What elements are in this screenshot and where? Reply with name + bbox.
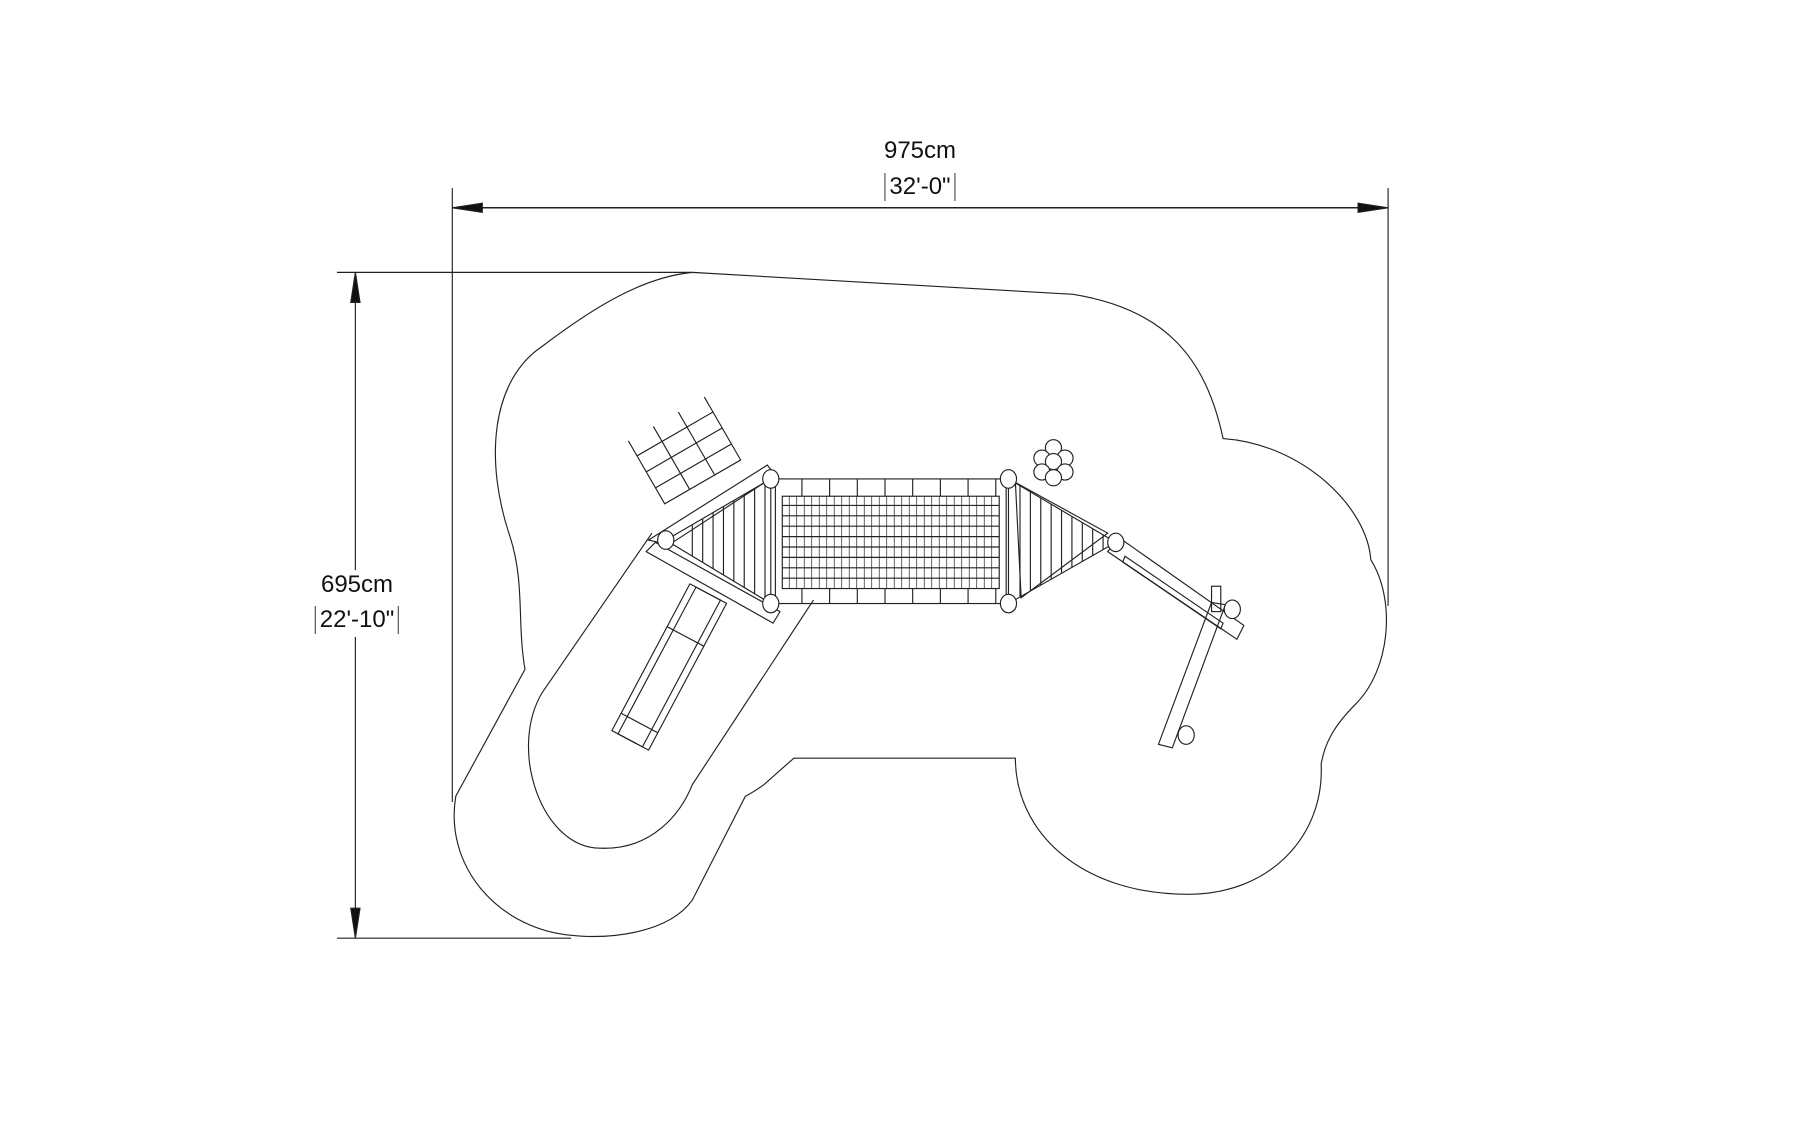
safety-zone-outline xyxy=(453,271,1387,937)
right-platform xyxy=(1007,477,1117,605)
height-metric-label: 695cm xyxy=(320,571,394,598)
width-dimension-line xyxy=(451,188,1389,802)
width-metric-label: 975cm xyxy=(883,137,957,164)
post-icon xyxy=(1177,725,1195,745)
net-bridge xyxy=(774,478,1007,605)
post-icon xyxy=(657,530,675,550)
width-imperial-label: 32'-0" xyxy=(884,173,956,201)
height-dimension-line xyxy=(336,271,693,939)
post-icon xyxy=(999,469,1018,489)
post-icon xyxy=(762,593,780,614)
post-icon xyxy=(1223,599,1241,620)
right-beam xyxy=(1106,536,1245,749)
slide-zone-outline xyxy=(528,532,814,849)
climbing-net xyxy=(627,396,742,505)
height-imperial-label: 22'-10" xyxy=(314,606,400,634)
slide xyxy=(611,583,728,751)
post-icon xyxy=(999,593,1018,614)
sphere-icon xyxy=(1044,469,1063,487)
post-icon xyxy=(1107,532,1125,553)
post-icon xyxy=(762,469,780,489)
